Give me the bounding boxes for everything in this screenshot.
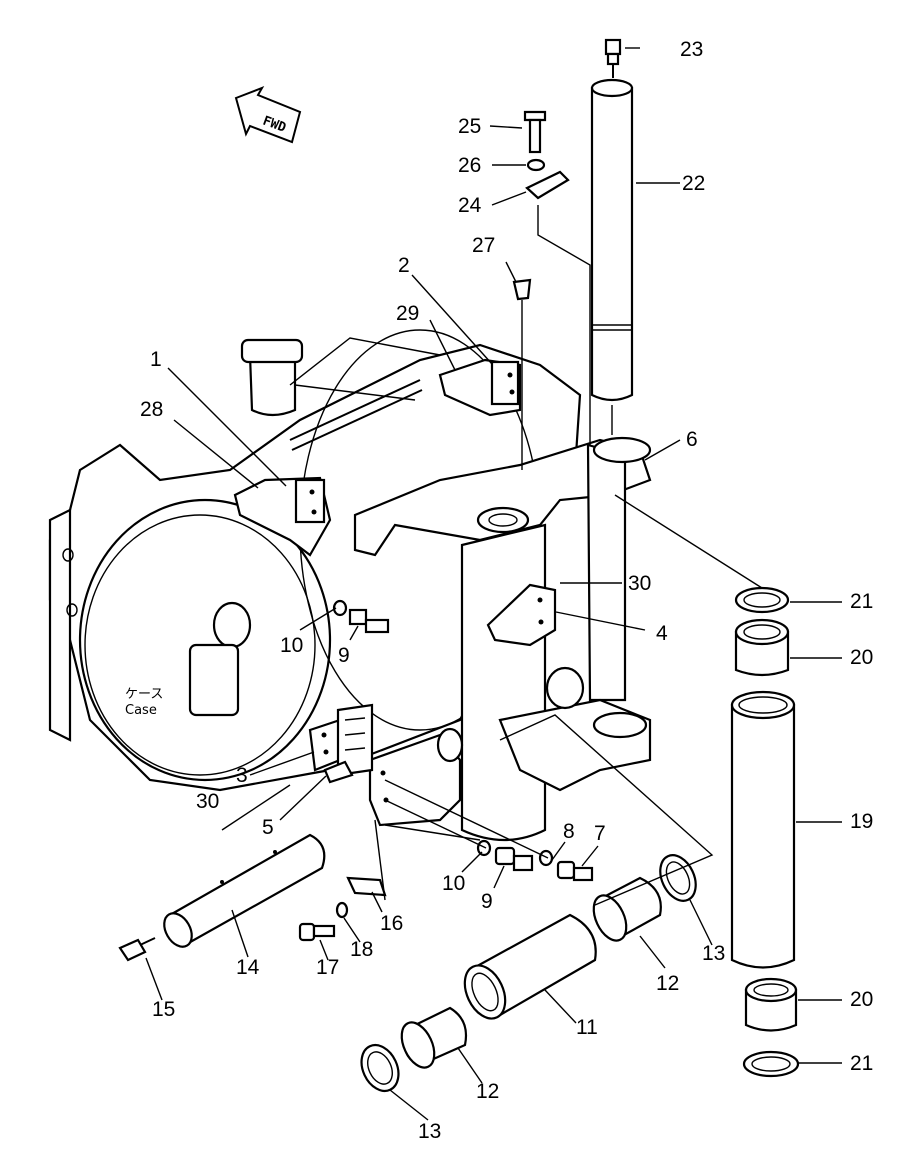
callout-11: 11 <box>576 1016 598 1039</box>
callout-26: 26 <box>458 154 481 177</box>
callout-1: 1 <box>150 348 162 371</box>
part-21-upper-ring <box>734 586 790 614</box>
callout-30b: 30 <box>628 572 651 595</box>
callout-22: 22 <box>682 172 705 195</box>
callout-30a: 30 <box>196 790 219 813</box>
part-15-fitting <box>118 937 156 962</box>
part-16-plate <box>346 876 387 897</box>
bracket-4 <box>486 583 557 647</box>
part-20-lower-bushing <box>744 977 798 1032</box>
bracket-3 <box>308 703 374 784</box>
callout-29: 29 <box>396 302 419 325</box>
callout-14: 14 <box>236 956 260 979</box>
callout-3: 3 <box>236 764 248 787</box>
callout-4: 4 <box>656 622 668 645</box>
callout-9b: 9 <box>481 890 493 913</box>
callout-12a: 12 <box>656 972 679 995</box>
callout-10b: 10 <box>442 872 465 895</box>
part-27-plug <box>512 278 532 470</box>
callout-19: 19 <box>850 810 873 833</box>
callout-5: 5 <box>262 816 274 839</box>
callout-8: 8 <box>563 820 575 843</box>
callout-28: 28 <box>140 398 163 421</box>
bracket-2 <box>438 358 522 417</box>
callout-25: 25 <box>458 115 481 138</box>
callout-10a: 10 <box>280 634 303 657</box>
part-17-bolt <box>298 922 336 942</box>
callout-13b: 13 <box>418 1120 441 1143</box>
part-7-bolt <box>556 860 594 882</box>
leader-lines <box>145 47 842 1121</box>
bracket-1 <box>233 476 332 557</box>
callout-16: 16 <box>380 912 403 935</box>
case-label-jp: ケース <box>125 687 163 702</box>
main-frame <box>353 436 652 842</box>
case-label-en: Case <box>125 703 157 718</box>
fwd-arrow-icon: FWD <box>234 86 302 144</box>
part-14-pin <box>163 833 326 948</box>
transmission-case: ケース Case <box>48 329 582 792</box>
callout-6: 6 <box>686 428 698 451</box>
part-8-washer <box>538 849 554 867</box>
part-19-pipe <box>730 690 796 969</box>
callout-labels: 1 2 3 4 5 6 7 8 9 9 10 10 11 12 12 13 13… <box>140 38 873 1143</box>
callout-17: 17 <box>316 956 339 979</box>
callout-23: 23 <box>680 38 703 61</box>
part-23-fitting <box>604 38 622 78</box>
part-10-lower-washer <box>476 839 492 857</box>
guide-lines <box>289 337 763 906</box>
part-22-cylinder <box>590 78 634 402</box>
part-13-lower-ring <box>360 1043 400 1093</box>
part-13-upper-ring <box>659 854 697 902</box>
callout-7: 7 <box>594 822 606 845</box>
callout-20b: 20 <box>850 988 873 1011</box>
callout-21a: 21 <box>850 590 873 613</box>
part-21-lower-ring <box>742 1050 800 1078</box>
callout-15: 15 <box>152 998 175 1021</box>
callout-21b: 21 <box>850 1052 873 1075</box>
part-18-washer <box>335 901 349 919</box>
callout-12b: 12 <box>476 1080 499 1103</box>
callout-2: 2 <box>398 254 410 277</box>
callout-27: 27 <box>472 234 495 257</box>
part-20-upper-bushing <box>734 618 790 677</box>
part-11-sleeve <box>463 913 597 1020</box>
callout-20a: 20 <box>850 646 873 669</box>
part-12-lower-bushing <box>400 1006 468 1069</box>
callout-18: 18 <box>350 938 373 961</box>
callout-9a: 9 <box>338 644 350 667</box>
part-12-upper-bushing <box>592 876 662 942</box>
part-9-lower-bolt <box>494 846 534 872</box>
callout-24: 24 <box>458 194 482 217</box>
callout-13a: 13 <box>702 942 725 965</box>
part-24-25-26 <box>523 110 591 445</box>
part-9-upper-bolt <box>348 608 390 634</box>
part-10-upper-washer <box>332 599 348 617</box>
